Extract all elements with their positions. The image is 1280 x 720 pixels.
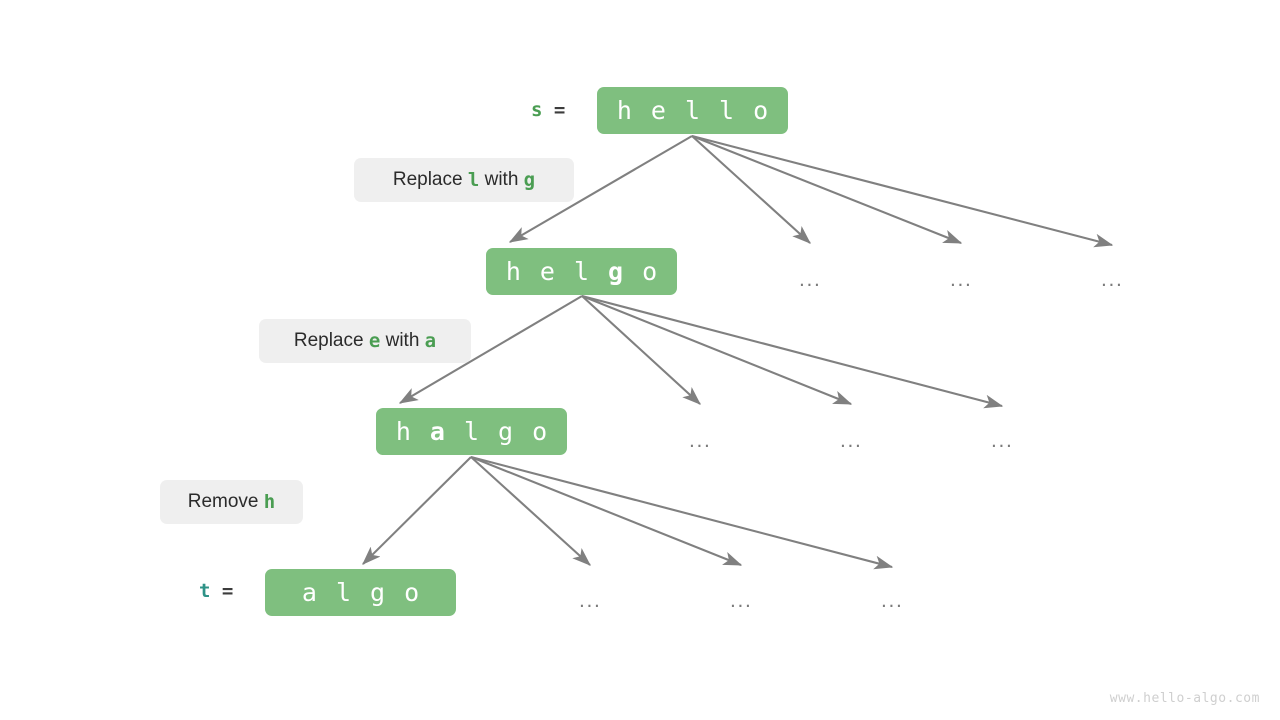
ellipsis-level2-3: ... [991, 429, 1014, 452]
node-char: a [301, 578, 327, 607]
variable-name-t: t [199, 580, 211, 602]
operation-chip-replace-e-with-a: Replace e with a [259, 319, 471, 363]
variable-equals-sign-s: = [553, 99, 566, 121]
edge-root-to-ellipsis-1 [691, 135, 811, 244]
node-char: e [539, 257, 565, 286]
node-char: e [650, 96, 676, 125]
ellipsis-level1-1: ... [799, 268, 822, 291]
node-char: o [532, 417, 557, 446]
node-char-highlighted: g [608, 257, 633, 286]
node-char: l [684, 96, 710, 125]
node-char: g [370, 578, 395, 607]
node-char: h [505, 257, 531, 286]
node-char: l [463, 417, 489, 446]
watermark: www.hello-algo.com [1109, 691, 1260, 706]
operation-middle: with [479, 169, 524, 190]
ellipsis-level3-1: ... [579, 589, 602, 612]
node-char: h [395, 417, 421, 446]
variable-label-t: t = [199, 580, 233, 602]
edge-root-to-ellipsis-3 [691, 134, 1114, 248]
ellipsis-level3-3: ... [881, 589, 904, 612]
node-char: l [719, 96, 744, 125]
edge-root-to-ellipsis-2 [691, 135, 963, 244]
node-char: g [498, 417, 523, 446]
ellipsis-level1-3: ... [1101, 268, 1124, 291]
edge-halgo-to-ellipsis-1 [470, 456, 591, 566]
variable-equals-s [542, 99, 553, 121]
operation-prefix: Replace [293, 330, 369, 351]
operation-prefix: Remove [187, 491, 264, 512]
node-char: o [404, 578, 429, 607]
node-char: l [335, 578, 361, 607]
operation-from-char: h [263, 491, 276, 513]
node-char: o [753, 96, 778, 125]
operation-from-char: e [368, 330, 381, 352]
ellipsis-level2-2: ... [840, 429, 863, 452]
ellipsis-level2-1: ... [689, 429, 712, 452]
node-char: h [616, 96, 642, 125]
ellipsis-level1-2: ... [950, 268, 973, 291]
edge-helgo-to-ellipsis-2 [581, 295, 853, 405]
node-char: l [573, 257, 599, 286]
operation-chip-remove-h: Remove h [160, 480, 303, 524]
variable-equals-sign-t: = [221, 580, 234, 602]
operation-to-char: a [424, 330, 437, 352]
operation-to-char: g [523, 169, 536, 191]
edge-helgo-to-ellipsis-3 [581, 294, 1004, 409]
edge-halgo-to-ellipsis-2 [470, 456, 743, 566]
operation-prefix: Replace [392, 169, 468, 190]
operation-middle: with [380, 330, 425, 351]
variable-label-s: s = [531, 99, 565, 121]
variable-equals-t [210, 580, 221, 602]
edge-helgo-to-ellipsis-1 [581, 295, 701, 405]
edge-halgo-to-ellipsis-3 [470, 455, 894, 570]
edge-halgo-to-algo [362, 456, 472, 565]
variable-name-s: s [531, 99, 543, 121]
operation-from-char: l [467, 169, 480, 191]
node-char-highlighted: a [429, 417, 455, 446]
ellipsis-level3-2: ... [730, 589, 753, 612]
node-char: o [642, 257, 667, 286]
operation-chip-replace-l-with-g: Replace l with g [354, 158, 574, 202]
